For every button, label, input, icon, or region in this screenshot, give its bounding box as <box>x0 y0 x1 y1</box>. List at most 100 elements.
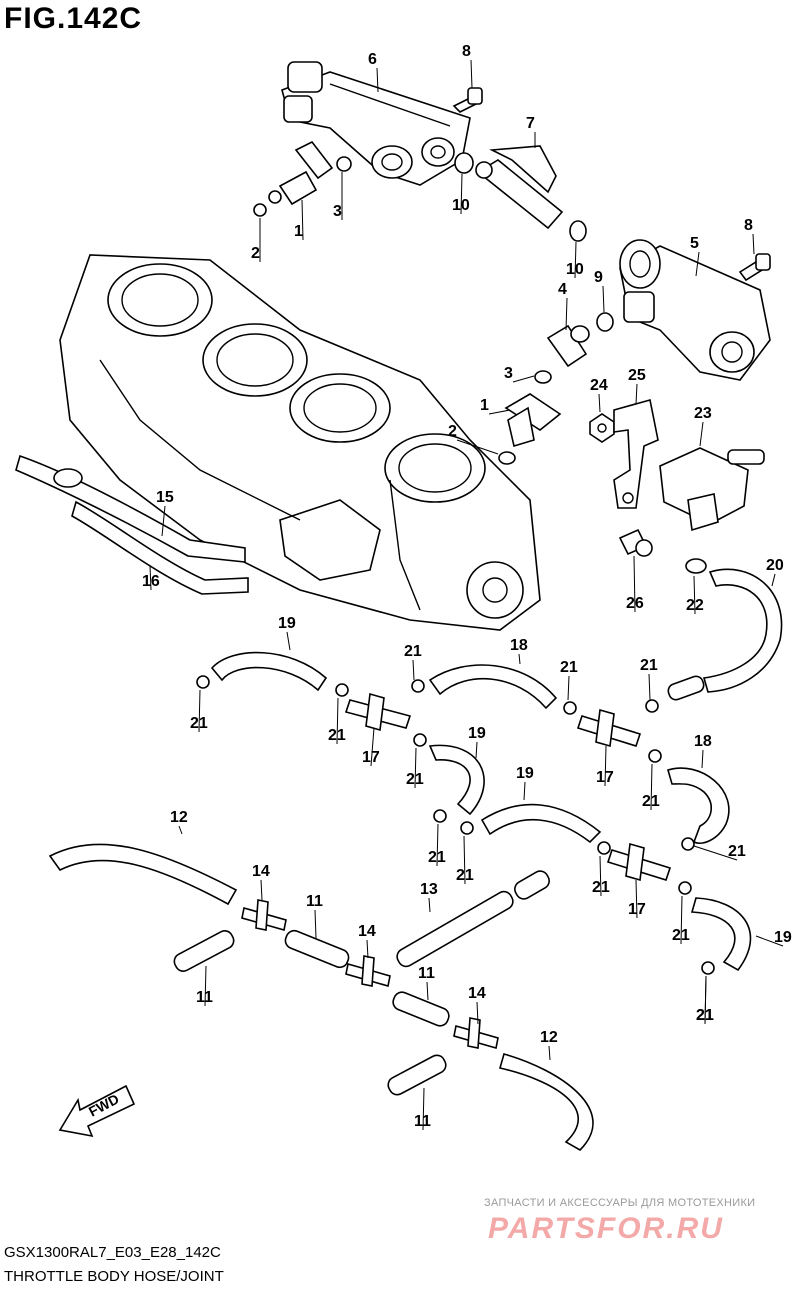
joint-14a[interactable] <box>241 899 287 932</box>
leader-line-p19b <box>475 741 478 759</box>
part-number-p3b: 3 <box>504 365 513 382</box>
part-number-p21c: 21 <box>640 657 658 674</box>
leader-line-p14b <box>366 939 369 959</box>
hose-11a[interactable] <box>172 928 237 974</box>
leader-line-p19a <box>286 631 291 651</box>
hose-15[interactable] <box>15 454 246 563</box>
leader-line-p24 <box>598 393 601 413</box>
bolt-lower[interactable] <box>738 253 771 282</box>
o-ring-9[interactable] <box>596 312 614 332</box>
joint-14c[interactable] <box>453 1017 499 1050</box>
leader-line-p17a <box>370 727 375 767</box>
part-number-p21e: 21 <box>328 727 346 744</box>
joint-17a[interactable] <box>344 692 412 732</box>
part-number-p4: 4 <box>558 281 567 298</box>
leader-line-p13 <box>428 897 431 913</box>
leader-line-p21h <box>436 823 439 867</box>
leader-line-p9 <box>602 285 605 313</box>
part-number-p14b: 14 <box>358 923 376 940</box>
part-number-p21j: 21 <box>592 879 610 896</box>
injector-upper[interactable] <box>268 140 334 206</box>
leader-line-p21c <box>648 673 651 701</box>
part-number-p21d: 21 <box>190 715 208 732</box>
leader-line-p17c <box>635 879 638 919</box>
leader-line-p4 <box>565 297 568 331</box>
leader-line-p21f <box>414 747 417 789</box>
leader-line-p21b <box>567 675 570 701</box>
o-ring-lower[interactable] <box>534 370 552 384</box>
part-number-p11a: 11 <box>196 989 213 1006</box>
part-number-p22: 22 <box>686 597 704 614</box>
fuel-rail-upper[interactable] <box>281 61 471 186</box>
leader-line-p18a <box>518 653 521 665</box>
throttle-body-assembly[interactable] <box>59 254 541 631</box>
hose-13[interactable] <box>394 868 552 969</box>
clamps-21[interactable] <box>196 675 715 975</box>
leader-line-p10a <box>460 173 463 215</box>
leader-line-p11a <box>204 965 207 1007</box>
leader-line-p14a <box>260 879 263 901</box>
joint-14b[interactable] <box>345 955 391 988</box>
part-number-p16: 16 <box>142 573 160 590</box>
part-number-p11d: 11 <box>414 1113 431 1130</box>
o-ring-upper[interactable] <box>336 156 352 172</box>
leader-line-p12b <box>548 1045 551 1061</box>
hose-11b[interactable] <box>283 928 351 969</box>
valve-23[interactable] <box>659 447 765 532</box>
injector-lower[interactable] <box>504 393 562 448</box>
leader-line-p26 <box>633 555 636 613</box>
joint-17b[interactable] <box>576 708 642 748</box>
hose-12b[interactable] <box>498 1053 594 1151</box>
joint-4[interactable] <box>546 324 590 368</box>
part-number-p9: 9 <box>594 269 603 286</box>
part-number-p2a: 2 <box>251 245 260 262</box>
hose-11c[interactable] <box>391 990 452 1028</box>
hose-18a[interactable] <box>428 664 558 710</box>
nut-24[interactable] <box>589 413 615 443</box>
leader-line-p1a <box>301 199 304 241</box>
leader-line-p1b <box>488 409 511 415</box>
hose-16[interactable] <box>71 500 249 595</box>
part-number-p8a: 8 <box>462 43 471 60</box>
hose-20[interactable] <box>666 568 783 701</box>
part-number-p15: 15 <box>156 489 174 506</box>
hose-18b[interactable] <box>667 767 730 844</box>
o-ring-10b[interactable] <box>569 220 587 242</box>
part-number-p24: 24 <box>590 377 608 394</box>
washer-upper[interactable] <box>253 203 267 217</box>
hose-19d[interactable] <box>690 897 752 972</box>
leader-line-p6 <box>376 67 379 93</box>
hose-11d[interactable] <box>385 1052 448 1097</box>
bolt-26[interactable] <box>618 528 653 557</box>
part-number-p19c: 19 <box>516 765 534 782</box>
leader-line-p18b <box>701 749 704 769</box>
part-number-p23: 23 <box>694 405 712 422</box>
part-number-p18a: 18 <box>510 637 528 654</box>
hose-19c[interactable] <box>480 803 602 844</box>
part-number-p12b: 12 <box>540 1029 558 1046</box>
part-number-p21k: 21 <box>728 843 746 860</box>
leader-line-p17b <box>604 745 607 787</box>
leader-line-p21n <box>704 975 707 1025</box>
fuel-rail-lower[interactable] <box>619 239 771 381</box>
leader-line-p8b <box>752 233 755 255</box>
part-number-p17a: 17 <box>362 749 380 766</box>
o-ring-10a[interactable] <box>454 152 474 174</box>
joint-17c[interactable] <box>606 842 672 882</box>
hose-19b[interactable] <box>428 744 485 816</box>
hose-19a[interactable] <box>210 651 328 692</box>
clamp-22[interactable] <box>685 558 707 574</box>
part-number-p2b: 2 <box>448 423 457 440</box>
joint-pipe[interactable] <box>475 145 564 230</box>
part-number-p3a: 3 <box>333 203 342 220</box>
watermark-brand: PARTSFOR.RU <box>488 1212 724 1245</box>
leader-line-p21j <box>599 855 602 897</box>
bolt-upper[interactable] <box>452 87 483 113</box>
washer-lower[interactable] <box>498 451 516 465</box>
part-number-p26: 26 <box>626 595 644 612</box>
leader-line-p15 <box>161 505 166 537</box>
leader-line-p14c <box>476 1001 479 1025</box>
bracket-25[interactable] <box>613 398 659 509</box>
hose-12a[interactable] <box>48 843 238 906</box>
